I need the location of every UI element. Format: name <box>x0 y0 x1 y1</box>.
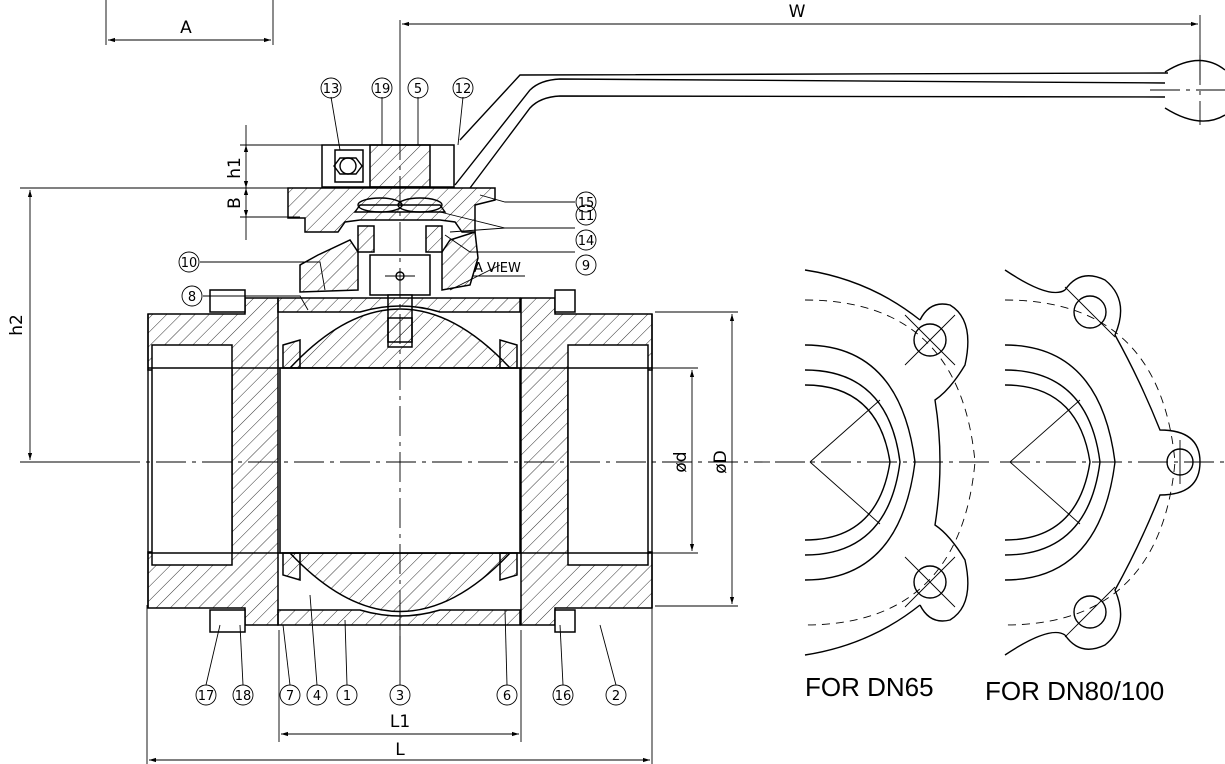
balloon-7: 7 <box>279 684 301 706</box>
caption-dn80-100: FOR DN80/100 <box>985 676 1164 706</box>
valve-body-section <box>110 130 770 660</box>
dim-h2: h2 <box>7 314 27 336</box>
svg-text:2: 2 <box>612 689 620 704</box>
balloon-5: 5 <box>407 77 429 99</box>
svg-text:5: 5 <box>414 82 422 97</box>
balloon-18: 18 <box>232 684 254 706</box>
dim-W: W <box>789 2 806 22</box>
balloon-10: 10 <box>178 251 200 273</box>
balloon-15: 15 <box>575 191 597 213</box>
dim-L: L <box>395 740 405 760</box>
balloon-19: 19 <box>371 77 393 99</box>
balloon-13: 13 <box>320 77 342 99</box>
dim-A: A <box>180 18 192 38</box>
balloon-17: 17 <box>195 684 217 706</box>
svg-text:4: 4 <box>313 689 321 704</box>
svg-text:14: 14 <box>578 234 595 249</box>
svg-text:7: 7 <box>286 689 294 704</box>
svg-text:10: 10 <box>181 256 198 271</box>
svg-text:1: 1 <box>343 689 351 704</box>
caption-dn65: FOR DN65 <box>805 672 934 702</box>
balloon-1: 1 <box>336 684 358 706</box>
svg-text:6: 6 <box>503 689 511 704</box>
svg-text:15: 15 <box>578 196 595 211</box>
balloon-2: 2 <box>605 684 627 706</box>
balloon-8: 8 <box>181 285 203 307</box>
balloon-14: 14 <box>575 229 597 251</box>
balloon-3: 3 <box>389 684 411 706</box>
svg-text:11: 11 <box>578 209 595 224</box>
svg-text:9: 9 <box>582 259 590 274</box>
svg-text:18: 18 <box>235 689 252 704</box>
balloon-12: 12 <box>452 77 474 99</box>
balloon-11: 11 <box>575 204 597 226</box>
dim-h1: h1 <box>225 157 245 179</box>
balloon-4: 4 <box>306 684 328 706</box>
dim-L1: L1 <box>390 712 410 732</box>
svg-text:3: 3 <box>396 689 404 704</box>
svg-text:17: 17 <box>198 689 215 704</box>
svg-text:16: 16 <box>555 689 572 704</box>
dim-d: ød <box>671 451 691 472</box>
lever-handle <box>454 55 1225 189</box>
svg-text:12: 12 <box>455 82 472 97</box>
svg-text:13: 13 <box>323 82 340 97</box>
balloon-6: 6 <box>496 684 518 706</box>
dim-D: øD <box>711 450 731 474</box>
svg-text:19: 19 <box>374 82 391 97</box>
balloon-9: 9 <box>575 254 597 276</box>
balloon-16: 16 <box>552 684 574 706</box>
flange-view-dn65 <box>775 269 990 656</box>
dim-B: B <box>225 197 245 209</box>
balloon-leaders <box>200 96 617 686</box>
view-label: A VIEW <box>474 261 521 276</box>
flange-view-dn80-100 <box>1000 269 1225 656</box>
svg-text:8: 8 <box>188 290 196 305</box>
